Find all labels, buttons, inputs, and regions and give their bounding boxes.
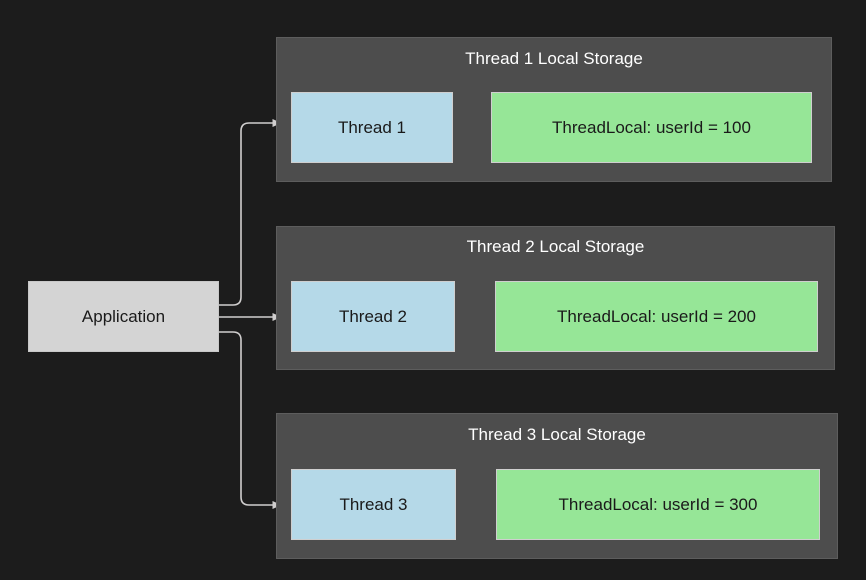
group-title-thread-2: Thread 2 Local Storage <box>466 237 645 256</box>
node-thread-1[interactable]: Thread 1 <box>291 92 453 163</box>
node-threadlocal-2-label: ThreadLocal: userId = 200 <box>557 306 756 326</box>
node-thread-1-label: Thread 1 <box>337 117 407 137</box>
node-application-label: Application <box>81 306 166 326</box>
node-thread-3-label: Thread 3 <box>339 494 408 514</box>
node-application[interactable]: Application <box>28 281 219 352</box>
node-thread-2[interactable]: Thread 2 <box>291 281 455 352</box>
node-threadlocal-1-label: ThreadLocal: userId = 100 <box>552 117 751 137</box>
node-threadlocal-1[interactable]: ThreadLocal: userId = 100 <box>491 92 812 163</box>
node-threadlocal-2[interactable]: ThreadLocal: userId = 200 <box>495 281 818 352</box>
edge-application-to-thread-1 <box>219 119 282 306</box>
edge-application-to-thread-3 <box>219 331 282 509</box>
node-thread-2-label: Thread 2 <box>338 306 408 326</box>
node-thread-3[interactable]: Thread 3 <box>291 469 456 540</box>
node-threadlocal-3[interactable]: ThreadLocal: userId = 300 <box>496 469 820 540</box>
group-title-thread-1: Thread 1 Local Storage <box>465 49 643 68</box>
group-title-thread-3: Thread 3 Local Storage <box>468 425 646 444</box>
node-threadlocal-3-label: ThreadLocal: userId = 300 <box>558 494 758 514</box>
